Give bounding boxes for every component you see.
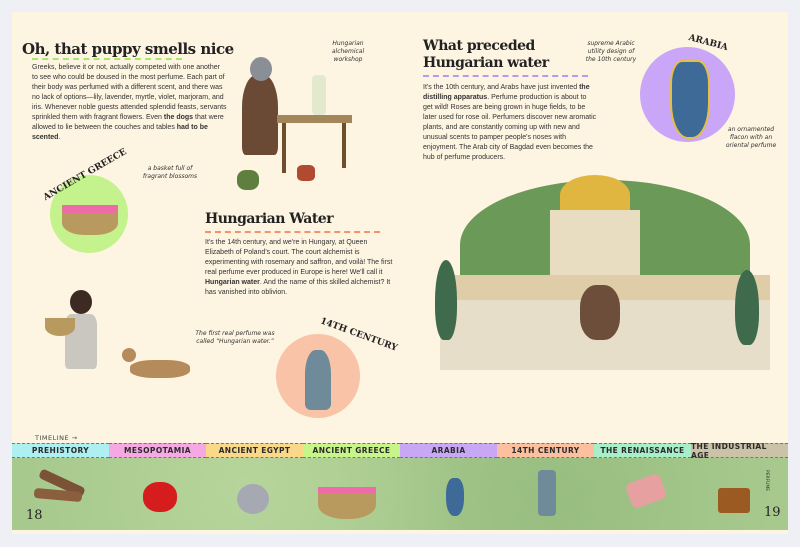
timeline-strip (12, 458, 788, 530)
title-divider (32, 58, 182, 60)
basket-note: a basket full of fragrant blossoms (142, 165, 198, 180)
bottle-icon (305, 350, 331, 410)
era-renaissance[interactable]: THE RENAISSANCE (594, 443, 691, 458)
era-mesopotamia[interactable]: MESOPOTAMIA (109, 443, 206, 458)
right-title-divider (423, 75, 588, 77)
arabic-flacon-icon (670, 60, 710, 139)
page-number-left: 18 (26, 508, 43, 523)
era-arabia[interactable]: ARABIA (400, 443, 497, 458)
arabic-flacon-icon (446, 478, 464, 516)
era-ancient-greece[interactable]: ANCIENT GREECE (303, 443, 400, 458)
glass-flask-icon (237, 484, 269, 514)
left-paragraph: Greeks, believe it or not, actually comp… (32, 64, 227, 141)
rose-garden-illustration (435, 155, 770, 375)
era-ancient-egypt[interactable]: ANCIENT EGYPT (206, 443, 303, 458)
design-note: supreme Arabic utility design of the 10t… (585, 40, 637, 63)
section2-paragraph: It's the 14th century, and we're in Hung… (205, 239, 393, 296)
era-14th-century[interactable]: 14TH CENTURY (497, 443, 594, 458)
flacon-note: an ornamented flacon with an oriental pe… (725, 126, 777, 149)
workshop-note: Hungarian alchemical workshop (331, 40, 365, 63)
bottle-note: The first real perfume was called “Hunga… (195, 330, 275, 345)
page-number-right: 19 (764, 505, 781, 520)
red-vase-icon (143, 482, 177, 512)
bottle-icon (538, 470, 556, 516)
left-title: Oh, that puppy smells nice (22, 40, 234, 58)
timeline-label: TIMELINE → (35, 434, 78, 442)
era-prehistory[interactable]: PREHISTORY (12, 443, 109, 458)
perfume-bottles-icon (718, 488, 750, 513)
boy-and-dog-illustration (40, 290, 190, 430)
basket-icon (62, 205, 118, 235)
section2-title: Hungarian Water (205, 211, 334, 227)
right-paragraph: It's the 10th century, and Arabs have ju… (423, 84, 597, 161)
flower-basket-icon (318, 487, 376, 519)
section2-divider (205, 231, 380, 233)
era-industrial-age[interactable]: THE INDUSTRIAL AGE (691, 442, 788, 460)
side-label: PERFUME (764, 469, 770, 492)
alchemist-illustration (232, 45, 352, 195)
